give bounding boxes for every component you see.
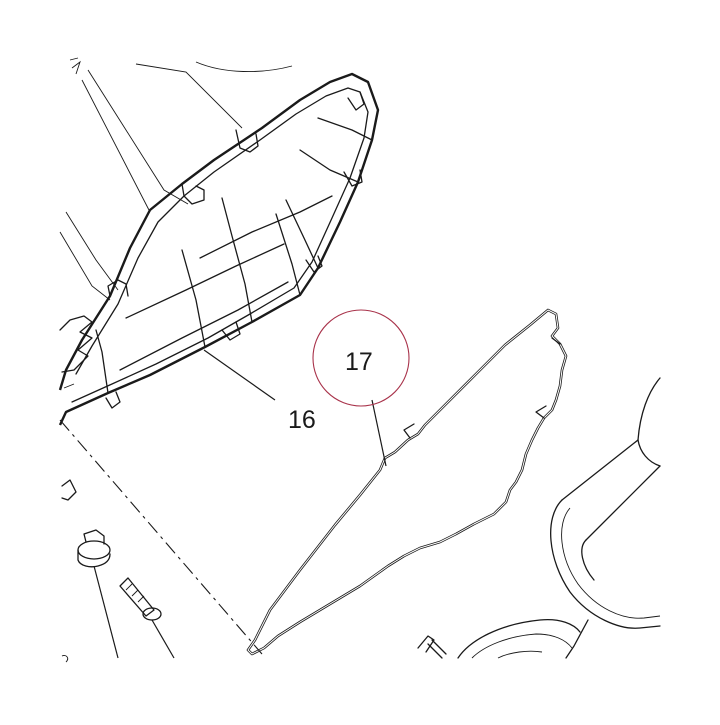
center-line	[59, 419, 263, 655]
grommet	[77, 529, 111, 568]
gasket-part	[246, 308, 568, 656]
leader-line-16	[203, 349, 276, 401]
bolt-left	[119, 577, 162, 621]
leader-line-17	[371, 399, 387, 467]
part-label-17: 17	[345, 348, 373, 376]
lower-cover	[457, 618, 589, 659]
bolt-right	[417, 635, 447, 659]
part-label-16: 16	[288, 406, 316, 434]
filter-cylinder	[550, 377, 661, 629]
leader-line-bolt	[151, 619, 175, 659]
housing-part	[58, 57, 380, 426]
highlight-circle	[312, 309, 410, 407]
leader-line-grommet	[93, 565, 119, 659]
small-bracket	[61, 479, 77, 663]
